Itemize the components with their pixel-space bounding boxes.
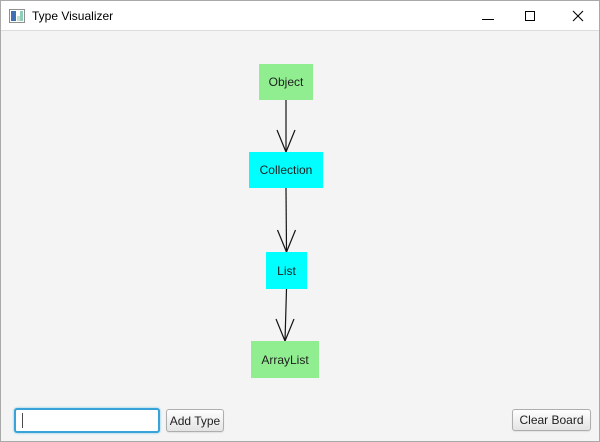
add-type-button[interactable]: Add Type <box>166 409 224 432</box>
text-caret <box>22 413 23 428</box>
minimize-icon <box>482 18 494 20</box>
minimize-button[interactable] <box>473 3 503 29</box>
type-node-arraylist[interactable]: ArrayList <box>251 341 319 378</box>
clear-board-button[interactable]: Clear Board <box>512 409 591 431</box>
window-title: Type Visualizer <box>32 9 114 23</box>
maximize-icon <box>525 11 535 21</box>
type-input[interactable] <box>16 410 158 431</box>
type-node-collection[interactable]: Collection <box>249 152 323 188</box>
type-node-object[interactable]: Object <box>259 64 313 100</box>
close-button[interactable] <box>563 3 593 29</box>
edge-list-arraylist <box>275 288 295 343</box>
edge-collection-list <box>276 187 297 254</box>
edge-object-collection <box>276 100 296 154</box>
type-node-list[interactable]: List <box>266 252 307 289</box>
title-bar: Type Visualizer <box>1 1 599 31</box>
maximize-button[interactable] <box>515 3 545 29</box>
close-icon <box>572 10 584 22</box>
type-input-wrapper <box>14 408 160 433</box>
app-icon <box>9 9 25 23</box>
